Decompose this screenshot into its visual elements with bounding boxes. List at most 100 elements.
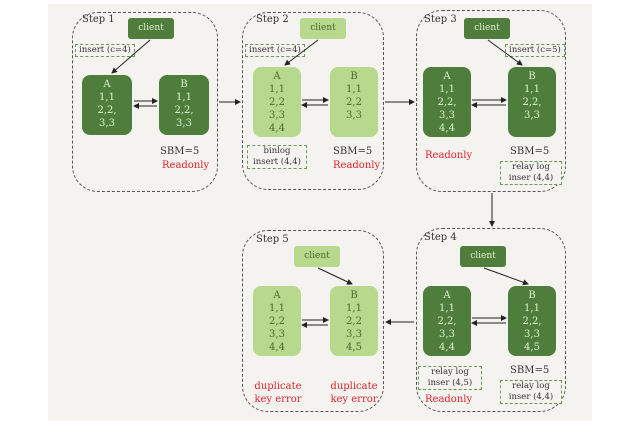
step-1-sbm: SBM=5 xyxy=(160,146,200,157)
node-a-row: 3,3 xyxy=(269,329,285,340)
node-a-name: A xyxy=(443,71,451,82)
step-2-binlog-note: binlog insert (4,4) xyxy=(247,145,307,169)
node-a-row: 4,4 xyxy=(439,342,455,353)
step-5-error-a: duplicate key error xyxy=(250,380,306,406)
step-2-client: client xyxy=(300,18,346,39)
relay-log-title: relay log xyxy=(512,381,550,391)
error-line: key error xyxy=(330,394,378,405)
node-b-row: 1,1 xyxy=(176,92,192,103)
binlog-entry: insert (4,4) xyxy=(253,157,301,167)
node-b-row: 3,3 xyxy=(176,118,192,129)
step-2-label: Step 2 xyxy=(256,14,289,25)
node-a-row: 2,2 xyxy=(269,316,285,327)
relay-log-entry: inser (4,4) xyxy=(508,173,554,183)
step-3-label: Step 3 xyxy=(424,14,457,25)
node-b-row: 1,1 xyxy=(524,303,540,314)
step-2-panel xyxy=(242,12,384,190)
step-1-panel xyxy=(72,12,218,192)
node-b-row: 4,5 xyxy=(524,342,540,353)
node-b-row: 2,2 xyxy=(346,316,362,327)
step-1-node-a: A 1,1 2,2, 3,3 xyxy=(82,75,132,135)
step-2-insert-note: insert (c=4) xyxy=(245,44,305,57)
node-b-row: 3,3 xyxy=(346,329,362,340)
node-a-row: 3,3 xyxy=(439,329,455,340)
node-a-row: 3,3 xyxy=(269,110,285,121)
node-b-row: 2,2, xyxy=(522,316,542,327)
node-a-name: A xyxy=(103,79,111,90)
node-b-row: 3,3 xyxy=(346,110,362,121)
step-2-node-b: B 1,1 2,2 3,3 xyxy=(330,67,378,137)
step-4-client: client xyxy=(460,246,506,267)
node-b-row: 2,2 xyxy=(346,97,362,108)
step-1-node-b: B 1,1 2,2, 3,3 xyxy=(159,75,209,135)
node-a-row: 3,3 xyxy=(99,118,115,129)
node-b-row: 3,3 xyxy=(524,329,540,340)
step-3-insert-note: insert (c=5) xyxy=(505,44,565,57)
node-a-row: 3,3 xyxy=(439,110,455,121)
step-5-node-b: B 1,1 2,2 3,3 4,5 xyxy=(330,286,378,356)
node-b-row: 1,1 xyxy=(524,84,540,95)
step-1-readonly: Readonly xyxy=(162,160,210,171)
relay-log-title: relay log xyxy=(512,162,550,172)
step-5-label: Step 5 xyxy=(256,234,289,245)
step-5-panel xyxy=(242,230,384,412)
node-b-row: 1,1 xyxy=(346,84,362,95)
node-a-row: 4,4 xyxy=(269,342,285,353)
step-1-insert-note: insert (c=4) xyxy=(75,44,135,57)
step-2-readonly: Readonly xyxy=(333,160,381,171)
diagram-canvas xyxy=(48,4,592,421)
node-a-row: 2,2, xyxy=(437,316,457,327)
step-3-node-a: A 1,1 2,2, 3,3 4,4 xyxy=(423,67,471,137)
node-a-row: 1,1 xyxy=(269,84,285,95)
node-b-row: 2,2, xyxy=(522,97,542,108)
step-3-node-b: B 1,1 2,2, 3,3 xyxy=(508,67,556,137)
step-4-readonly: Readonly xyxy=(425,394,473,405)
step-4-sbm: SBM=5 xyxy=(510,365,550,376)
step-4-node-a: A 1,1 2,2, 3,3 4,4 xyxy=(423,286,471,356)
step-4-node-b: B 1,1 2,2, 3,3 4,5 xyxy=(508,286,556,356)
node-a-name: A xyxy=(443,290,451,301)
step-4-relay-note-b: relay log inser (4,4) xyxy=(500,380,562,404)
step-2-node-a: A 1,1 2,2 3,3 4,4 xyxy=(253,67,301,137)
node-a-row: 1,1 xyxy=(439,84,455,95)
node-b-name: B xyxy=(180,79,188,90)
node-a-row: 1,1 xyxy=(269,303,285,314)
relay-log-title: relay log xyxy=(431,367,469,377)
step-5-client: client xyxy=(294,246,340,267)
error-line: duplicate xyxy=(254,381,302,392)
node-a-row: 2,2 xyxy=(269,97,285,108)
step-1-label: Step 1 xyxy=(82,14,115,25)
relay-log-entry: inser (4,4) xyxy=(508,392,554,402)
step-2-sbm: SBM=5 xyxy=(333,146,373,157)
node-b-name: B xyxy=(350,290,358,301)
node-a-name: A xyxy=(273,290,281,301)
step-3-readonly: Readonly xyxy=(425,150,473,161)
node-a-row: 1,1 xyxy=(439,303,455,314)
step-3-panel xyxy=(416,10,566,192)
node-b-name: B xyxy=(350,71,358,82)
step-1-client: client xyxy=(128,18,174,39)
node-b-row: 4,5 xyxy=(346,342,362,353)
step-5-node-a: A 1,1 2,2 3,3 4,4 xyxy=(253,286,301,356)
step-5-error-b: duplicate key error xyxy=(326,380,382,406)
step-3-sbm: SBM=5 xyxy=(510,146,550,157)
step-4-panel xyxy=(416,228,566,412)
error-line: key error xyxy=(254,394,302,405)
node-a-row: 2,2, xyxy=(437,97,457,108)
node-a-row: 4,4 xyxy=(269,123,285,134)
node-b-name: B xyxy=(528,71,536,82)
error-line: duplicate xyxy=(330,381,378,392)
node-b-row: 2,2, xyxy=(174,105,194,116)
node-a-name: A xyxy=(273,71,281,82)
relay-log-entry: inser (4,5) xyxy=(427,378,473,388)
step-4-relay-note-a: relay log inser (4,5) xyxy=(418,366,482,390)
step-3-relay-note: relay log inser (4,4) xyxy=(500,161,562,185)
node-b-row: 1,1 xyxy=(346,303,362,314)
node-b-row: 3,3 xyxy=(524,110,540,121)
step-3-client: client xyxy=(464,18,510,39)
node-a-row: 1,1 xyxy=(99,92,115,103)
node-a-row: 4,4 xyxy=(439,123,455,134)
binlog-title: binlog xyxy=(263,146,291,156)
step-4-label: Step 4 xyxy=(424,232,457,243)
node-a-row: 2,2, xyxy=(97,105,117,116)
